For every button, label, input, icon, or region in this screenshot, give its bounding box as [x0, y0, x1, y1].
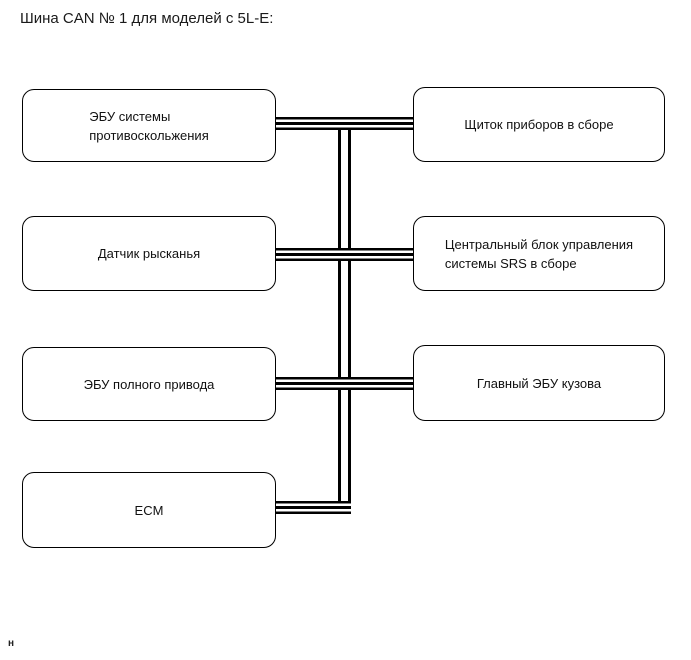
- node-label: ЭБУ полного привода: [83, 376, 215, 392]
- node-srs-center-unit: Центральный блок управления системы SRS …: [413, 216, 665, 291]
- node-4wd-ecu: ЭБУ полного привода: [22, 347, 276, 421]
- can-bus-branch-row4-ecm: [272, 501, 351, 514]
- node-label: Центральный блок управления системы SRS …: [444, 236, 634, 271]
- node-label: Главный ЭБУ кузова: [476, 375, 602, 391]
- node-ecm: ECM: [22, 472, 276, 548]
- node-label: Датчик рысканья: [97, 246, 201, 261]
- node-main-body-ecu: Главный ЭБУ кузова: [413, 345, 665, 421]
- can-bus-branch-row2: [272, 248, 417, 261]
- can-bus-branch-row1: [272, 117, 417, 130]
- can-bus-branch-row3: [272, 377, 417, 390]
- footnote-marker: н: [8, 638, 15, 649]
- node-skid-control-ecu: ЭБУ системы противоскольжения: [22, 89, 276, 162]
- node-label: ЭБУ системы противоскольжения: [89, 108, 209, 143]
- node-label: Щиток приборов в сборе: [464, 117, 614, 132]
- node-yaw-rate-sensor: Датчик рысканья: [22, 216, 276, 291]
- node-label: ECM: [134, 502, 164, 518]
- can-bus-trunk-line: [338, 120, 351, 514]
- node-instrument-cluster: Щиток приборов в сборе: [413, 87, 665, 162]
- diagram-title: Шина CAN № 1 для моделей с 5L-E:: [20, 10, 274, 27]
